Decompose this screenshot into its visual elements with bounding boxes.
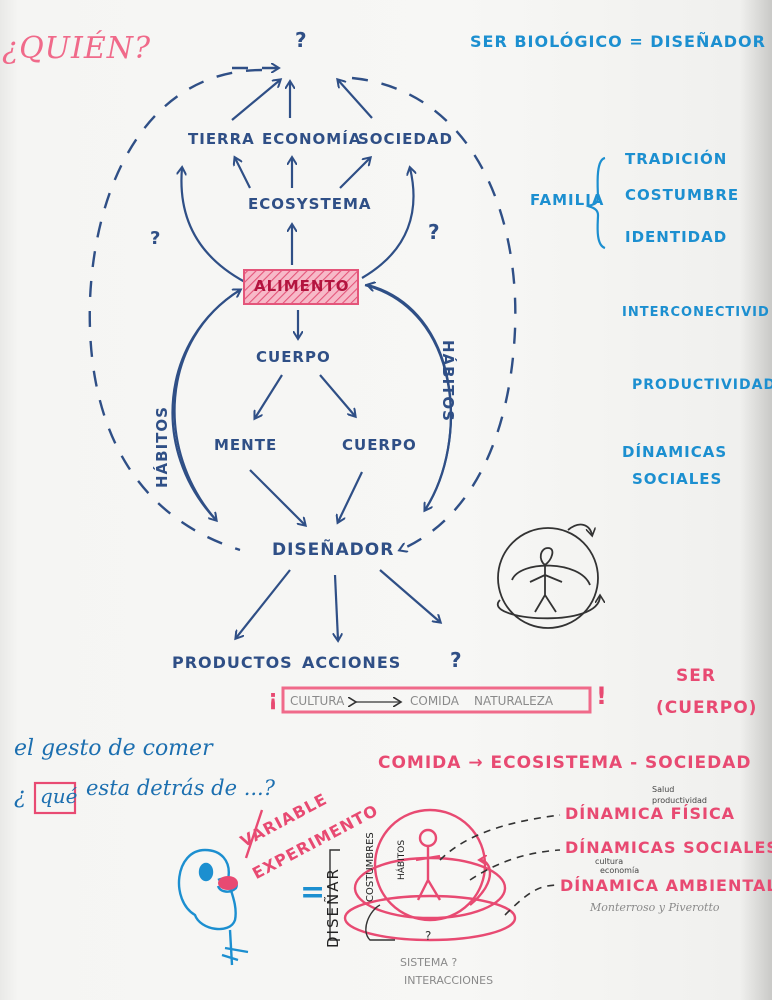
label-productos: PRODUCTOS [172,653,293,672]
arrow-disenador-productos [236,569,291,638]
dashed-loop-right [351,76,517,550]
label-disenador: DISEÑADOR [272,540,395,560]
label-economia-small: economía [600,866,640,875]
dashed-loop-left [88,68,263,552]
disenar-bracket [329,849,340,941]
eating-face-sketch [177,809,264,966]
label-dinamicas-1: DÍNAMICAS [622,443,728,461]
upward-arrows [171,80,453,640]
label-question-right: ? [450,648,463,672]
arrow-cuerpo-disenador [338,471,363,522]
disenar-base [365,904,395,941]
label-footnote: Monterroso y Piverotto [590,901,720,914]
label-ser: SER [676,666,716,686]
label-habitos-small: HÁBITOS [397,839,407,880]
cultura-box [281,686,592,714]
label-tradicion: TRADICIÓN [625,150,728,168]
label-habitos-right: HÁBITOS [439,340,457,422]
label-productividad: PRODUCTIVIDAD [632,377,772,393]
label-right-mark: ? [428,220,441,244]
que-box [33,781,77,815]
label-bottom-question: ? [425,929,432,943]
label-cuerpo-top: CUERPO [256,348,331,366]
equals-sign: = [300,875,327,910]
label-ecosystema: ECOSYSTEMA [248,195,372,213]
arrow-disenador-acciones [335,574,338,640]
label-dinamicas-2: SOCIALES [632,470,723,488]
detras-line: esta detrás de ...? [86,776,275,800]
label-sistema: SISTEMA ? [400,956,458,969]
pink-system-sketch [343,808,517,942]
label-interacciones: INTERACCIONES [404,974,494,987]
label-dinamicas-sociales: DÍNAMICAS SOCIALES [565,838,772,857]
arrow-cuerpo-mente [255,374,283,418]
arrow-sociedad-up [338,80,373,119]
label-interconectivid: INTERCONECTIVID [622,305,770,320]
dashed-leaders [439,814,561,916]
label-dinamica-fisica: DÍNAMICA FÍSICA [565,804,736,823]
label-acciones: ACCIONES [302,653,402,672]
arrow-eco-sociedad [339,158,370,189]
label-tierra: TIERRA [188,130,255,148]
label-naturaleza: NATURALEZA [474,694,554,708]
label-disenar: DISEÑAR [324,867,342,948]
habitos-left-arc [173,289,241,520]
top-question-mark: ? [295,28,308,52]
label-ser-biologico: SER BIOLÓGICO = DISEÑADOR [470,32,766,51]
arrow-alimento-sociedad [361,168,414,279]
cultura-open: ¡ [268,686,280,711]
label-cultura-small: cultura [595,857,624,866]
label-comida: COMIDA [410,694,459,708]
gesto-line: el gesto de comer [14,736,213,761]
familia-brace [585,156,606,250]
arrow-alimento-tierra [181,168,246,283]
habitos-right-arc-reverse [368,285,453,511]
arrow-tierra-up [231,80,280,121]
arrow-cuerpo-cuerpo [319,374,355,416]
label-alimento: ALIMENTO [254,277,350,295]
label-left-mark: ? [150,228,162,249]
label-familia: FAMILIA [530,191,605,209]
label-dinamica-ambiental: DÍNAMICA AMBIENTAL [560,876,772,895]
label-salud: Salud [652,785,675,794]
habitos-left-arc-reverse [171,290,240,521]
label-cuerpo-paren: (CUERPO) [656,698,758,718]
arrow-mente-disenador [249,469,305,525]
label-cuerpo-right: CUERPO [342,436,417,454]
label-comida-line: COMIDA → ECOSISTEMA - SOCIEDAD [378,753,752,773]
label-habitos-left: HÁBITOS [153,406,171,488]
arrow-disenador-question [379,569,440,622]
dashed-outer-loop [88,68,517,552]
label-mente: MENTE [214,436,278,454]
alimento-box [243,269,359,305]
que-word: qué [40,784,78,808]
label-costumbres: COSTUMBRES [365,832,376,902]
label-productividad-small: productividad [652,796,708,805]
arrow-eco-tierra [235,158,251,189]
food-bite [218,876,238,890]
label-economia: ECONOMÍA [262,130,362,148]
label-costumbre: COSTUMBRE [625,186,740,204]
person-sketch-black [496,523,600,629]
label-identidad: IDENTIDAD [625,228,728,246]
label-cultura: CULTURA [290,694,345,708]
cultura-close: ! [596,682,608,710]
top-question-text: ¿QUIÉN? [2,31,152,66]
open-question: ¿ [14,784,26,809]
label-sociedad: SOCIEDAD [358,130,453,148]
habitos-right-arc [364,283,452,510]
